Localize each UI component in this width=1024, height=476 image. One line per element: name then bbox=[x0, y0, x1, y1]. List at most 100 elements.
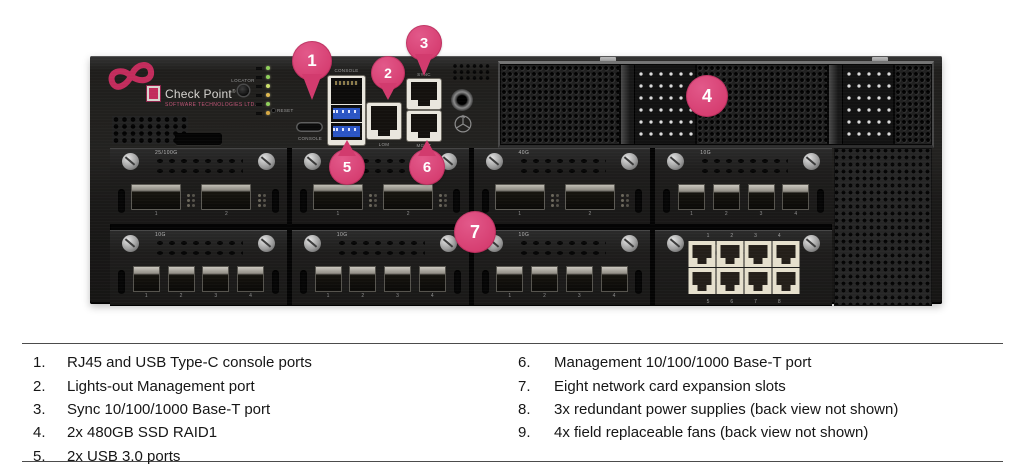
port-with-number: 4 bbox=[782, 184, 810, 217]
right-vent-panel bbox=[834, 148, 932, 306]
side-slot-oval bbox=[453, 188, 461, 213]
sfp-port bbox=[565, 265, 593, 292]
port-number: 4 bbox=[249, 292, 252, 299]
port-led bbox=[626, 199, 630, 202]
legend-item-text: Sync 10/100/1000 Base-T port bbox=[67, 400, 271, 418]
card-speed-label: 25/100G bbox=[155, 150, 178, 156]
thumbscrew bbox=[803, 234, 820, 252]
sfp-port bbox=[349, 265, 377, 292]
reset-label: RESET bbox=[277, 108, 294, 113]
card-vent-slots bbox=[517, 237, 607, 258]
legend-item-number: 8. bbox=[518, 400, 531, 418]
port-number: 4 bbox=[794, 211, 798, 217]
thumbscrew bbox=[122, 153, 139, 170]
port-number: 1 bbox=[518, 211, 522, 217]
registered-mark: ® bbox=[231, 89, 236, 95]
port-with-number: 1 bbox=[496, 265, 524, 299]
port-number: 1 bbox=[326, 292, 330, 299]
port-number: 2 bbox=[179, 292, 183, 299]
sfp-port bbox=[237, 265, 264, 292]
sfp-port bbox=[747, 184, 775, 210]
card-vent-slots bbox=[699, 156, 788, 176]
port-led bbox=[192, 194, 196, 197]
usb-c-console-port bbox=[296, 122, 323, 132]
legend-item-number: 9. bbox=[518, 424, 531, 442]
lom-port bbox=[367, 103, 401, 139]
led-tick bbox=[256, 84, 262, 88]
port-number: 3 bbox=[577, 292, 581, 299]
fan-symbol-icon bbox=[454, 114, 472, 133]
thumbscrew bbox=[303, 153, 321, 170]
led-tick bbox=[256, 102, 262, 106]
port-led bbox=[374, 204, 378, 207]
port-led-cluster bbox=[550, 194, 559, 207]
legend-item-number: 4. bbox=[33, 424, 46, 442]
port-led bbox=[444, 204, 448, 207]
port-with-number: 2 bbox=[167, 265, 195, 299]
legend-item-number: 3. bbox=[33, 400, 46, 418]
card-vent-slots bbox=[154, 237, 243, 258]
callout-tail bbox=[415, 54, 433, 76]
port-led bbox=[444, 199, 448, 202]
port-led bbox=[550, 204, 554, 207]
rj45-port bbox=[772, 240, 800, 267]
sfp-port bbox=[496, 265, 524, 292]
callout-tail bbox=[338, 140, 356, 156]
port-led bbox=[374, 194, 378, 197]
card-speed-label: 10G bbox=[518, 231, 530, 238]
status-led bbox=[266, 102, 270, 106]
legend-item-text: Eight network card expansion slots bbox=[554, 377, 786, 395]
legend-item-number: 6. bbox=[518, 354, 531, 372]
port-led bbox=[439, 204, 443, 207]
appliance-front-panel: Check Point® SOFTWARE TECHNOLOGIES LTD. … bbox=[90, 56, 942, 306]
status-led bbox=[266, 84, 270, 88]
port-number: 4 bbox=[430, 292, 434, 299]
status-led-column bbox=[256, 66, 270, 115]
console-rj45-port bbox=[331, 78, 362, 104]
sfp-port bbox=[132, 265, 160, 292]
rj45-port bbox=[744, 267, 772, 294]
callout-5: 5 bbox=[329, 140, 365, 185]
check-point-logo: Check Point® bbox=[146, 85, 236, 102]
side-slot-oval bbox=[271, 188, 279, 213]
rj45-port bbox=[716, 267, 744, 294]
port-with-number: 2 bbox=[531, 265, 558, 299]
sfp-port bbox=[384, 265, 411, 292]
port-led bbox=[555, 194, 559, 197]
thumbscrew bbox=[621, 234, 639, 252]
port-with-number: 1 bbox=[314, 265, 342, 299]
port-led-cluster bbox=[621, 194, 630, 207]
thumbscrew bbox=[803, 153, 820, 170]
legend-item-text: Lights-out Management port bbox=[67, 377, 255, 395]
port-led bbox=[626, 194, 630, 197]
port-led-cluster bbox=[257, 194, 266, 207]
port-with-number: 1 bbox=[131, 184, 182, 217]
port-with-number: 3 bbox=[565, 265, 593, 299]
status-led-row bbox=[256, 66, 270, 70]
legend-item: 1.RJ45 and USB Type-C console ports bbox=[33, 351, 512, 374]
port-led bbox=[262, 199, 266, 202]
reset-pinhole bbox=[272, 109, 275, 112]
legend-item-number: 1. bbox=[33, 354, 46, 372]
port-number: 6 bbox=[730, 299, 734, 305]
port-led bbox=[369, 194, 373, 197]
ssd-carrier-face bbox=[635, 65, 695, 144]
port-led bbox=[262, 204, 266, 207]
port-number: 1 bbox=[706, 232, 710, 239]
port-led bbox=[257, 199, 261, 202]
legend-item-text: 2x USB 3.0 ports bbox=[67, 447, 181, 465]
port-led bbox=[369, 204, 373, 207]
card-speed-label: 10G bbox=[155, 231, 166, 238]
port-with-number: 2 bbox=[349, 265, 377, 299]
side-slot-oval bbox=[663, 188, 671, 213]
qsfp-port bbox=[383, 184, 434, 210]
side-slot-oval bbox=[118, 270, 125, 294]
drive-bay-mesh-panel bbox=[501, 65, 619, 144]
port-with-number: 3 bbox=[747, 184, 775, 217]
status-led bbox=[266, 93, 270, 97]
callout-tail bbox=[418, 140, 436, 156]
